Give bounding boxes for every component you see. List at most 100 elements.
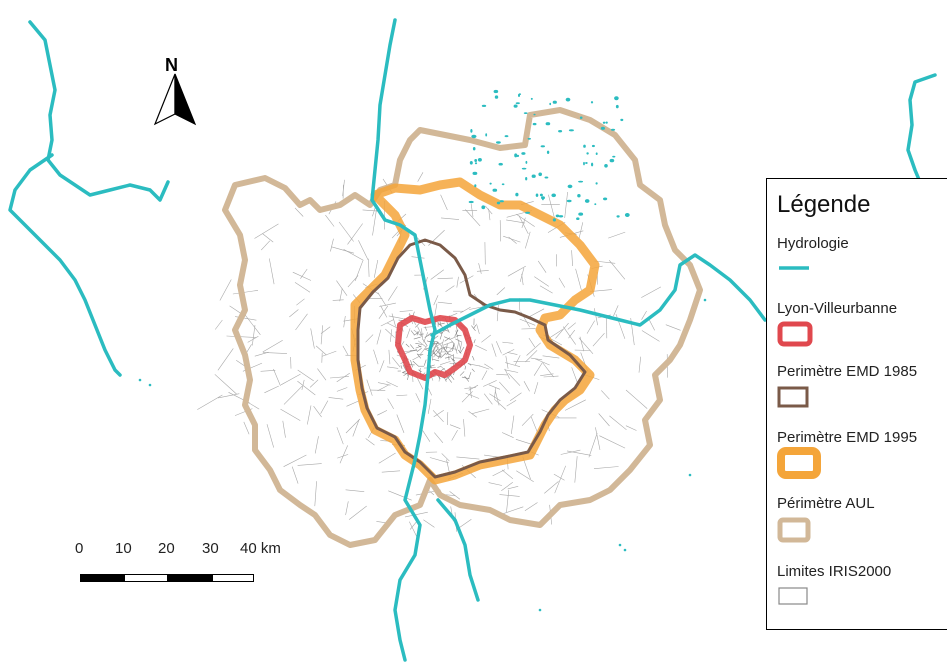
iris-boundary <box>437 321 442 326</box>
iris-boundary <box>336 427 344 445</box>
iris-boundary <box>328 397 344 400</box>
iris-boundary <box>456 340 460 352</box>
pond <box>579 116 583 119</box>
iris-boundary <box>437 341 445 350</box>
pond <box>535 193 539 197</box>
iris-boundary <box>441 453 450 462</box>
iris-boundary <box>448 377 452 383</box>
pond <box>614 96 619 101</box>
iris-boundary <box>379 360 385 373</box>
iris-boundary <box>416 353 422 359</box>
iris-boundary <box>463 419 466 437</box>
iris-boundary <box>280 373 301 386</box>
iris-boundary <box>243 421 250 435</box>
iris-boundary <box>214 374 238 395</box>
iris-boundary <box>296 298 305 306</box>
iris-boundary <box>345 489 365 492</box>
iris-boundary <box>314 481 317 507</box>
scale-label-40km: 40 km <box>240 540 281 557</box>
iris-boundary <box>437 277 453 279</box>
iris-boundary <box>425 347 430 350</box>
iris-boundary <box>348 505 367 520</box>
iris-boundary <box>499 506 524 516</box>
iris-boundary <box>504 368 510 379</box>
pond <box>498 162 503 166</box>
pond <box>485 133 488 137</box>
iris-boundary <box>423 519 435 528</box>
pond <box>470 129 473 133</box>
iris-boundary <box>489 393 501 402</box>
pond <box>523 112 528 114</box>
iris-boundary <box>455 330 458 338</box>
iris-boundary <box>471 408 490 414</box>
iris-boundary <box>264 385 279 394</box>
iris-boundary <box>455 338 462 343</box>
iris-boundary <box>469 306 485 310</box>
pond <box>568 129 574 132</box>
pond <box>567 184 573 189</box>
iris-boundary <box>297 463 322 466</box>
iris-boundary <box>507 486 519 490</box>
iris-boundary <box>507 352 518 355</box>
iris-boundary <box>533 362 543 376</box>
iris-boundary <box>409 344 415 350</box>
pond <box>468 200 474 204</box>
iris-boundary <box>571 250 573 267</box>
iris-boundary <box>554 465 566 494</box>
legend-label-hydrologie: Hydrologie <box>777 235 849 252</box>
iris-boundary <box>558 277 566 288</box>
iris-boundary <box>262 233 274 243</box>
iris-boundary <box>609 415 627 431</box>
iris-boundary <box>598 413 610 427</box>
legend-swatch-lyon-villeurbanne <box>777 321 813 347</box>
iris-boundary <box>499 494 520 497</box>
iris-boundary <box>456 335 462 337</box>
iris-boundary <box>229 305 243 315</box>
pond <box>538 608 542 612</box>
iris-boundary <box>449 335 460 340</box>
iris-boundary <box>444 336 451 340</box>
iris-boundary <box>413 329 423 338</box>
iris-boundary <box>484 454 499 458</box>
iris-boundary <box>434 432 444 443</box>
iris-boundary <box>521 413 534 426</box>
iris-boundary <box>625 389 648 409</box>
iris-boundary <box>391 313 396 327</box>
iris-boundary <box>346 400 359 407</box>
iris-boundary <box>508 373 521 386</box>
iris-boundary <box>452 354 455 361</box>
iris-boundary <box>451 429 458 441</box>
legend-label-aul: Périmètre AUL <box>777 495 875 512</box>
iris-boundary <box>197 394 223 410</box>
iris-boundary <box>396 414 405 434</box>
iris-boundary <box>468 362 472 366</box>
iris-boundary <box>436 341 439 344</box>
pond <box>585 162 588 164</box>
iris-boundary <box>473 339 476 344</box>
iris-limits-layer <box>197 172 681 540</box>
iris-boundary <box>446 343 448 350</box>
pond <box>591 162 594 167</box>
iris-boundary <box>404 511 428 518</box>
pond <box>576 217 580 220</box>
iris-boundary <box>314 436 319 454</box>
iris-boundary <box>608 231 626 239</box>
scale-segment-2 <box>124 574 168 582</box>
iris-boundary <box>578 222 584 240</box>
iris-boundary <box>488 482 503 486</box>
pond <box>545 122 551 126</box>
iris-boundary <box>478 263 482 274</box>
scale-segment-4 <box>212 574 254 582</box>
iris-boundary <box>472 355 475 361</box>
iris-boundary <box>449 424 461 429</box>
iris-boundary <box>373 259 379 278</box>
iris-boundary <box>527 308 545 319</box>
pond <box>496 201 501 205</box>
iris-boundary <box>320 400 329 414</box>
iris-boundary <box>641 330 660 342</box>
iris-boundary <box>343 315 346 328</box>
pond <box>544 176 549 179</box>
iris-boundary <box>494 398 507 410</box>
iris-boundary <box>390 329 393 342</box>
iris-boundary <box>376 329 382 345</box>
